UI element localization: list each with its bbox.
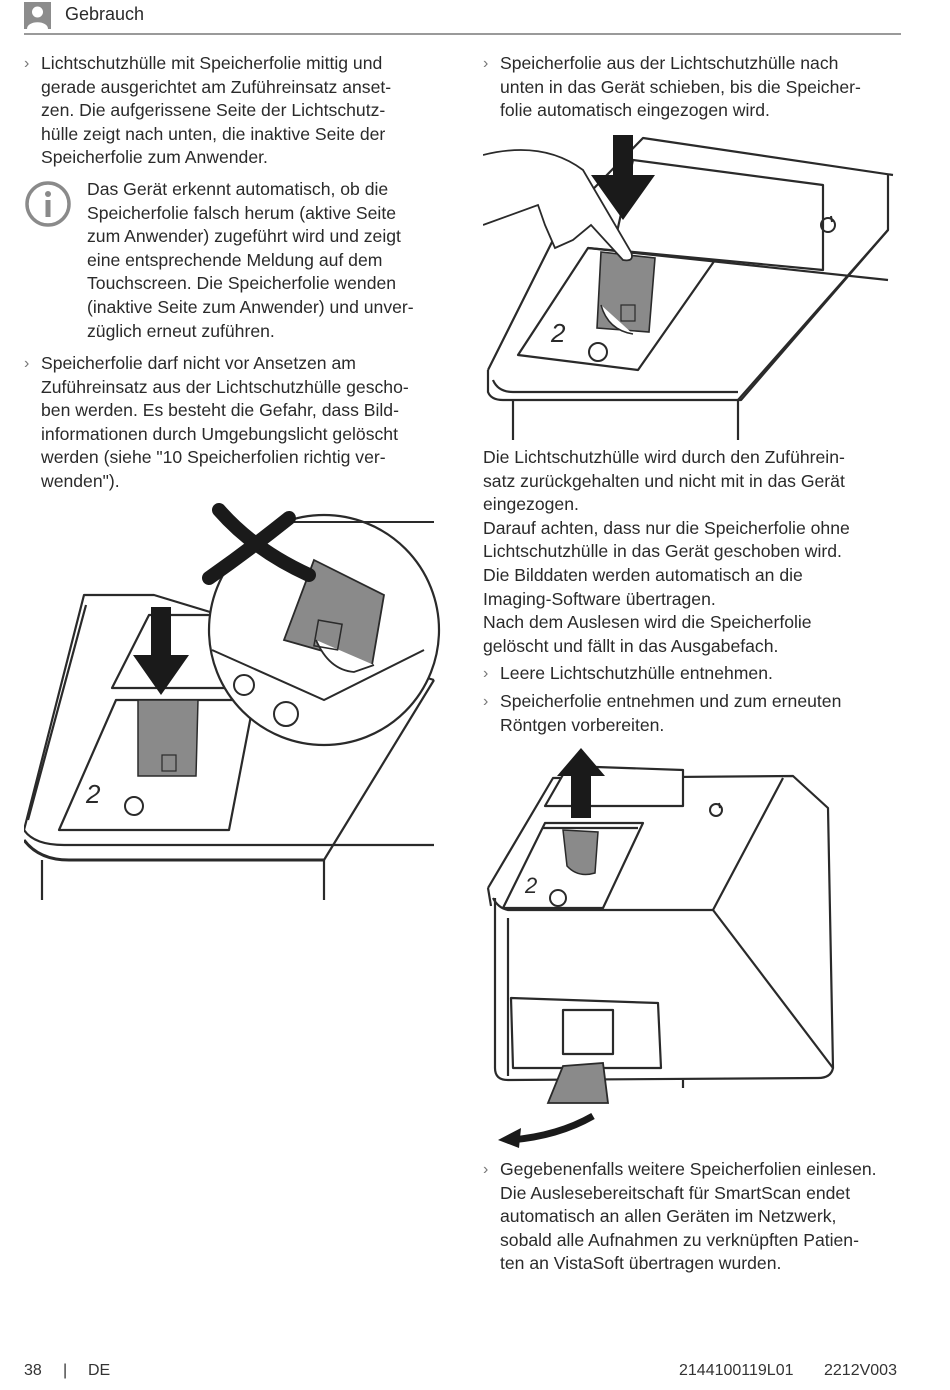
text-line: Die Lichtschutzhülle wird durch den Zufü… — [483, 447, 845, 467]
text-line: Röntgen vorbereiten. — [500, 714, 665, 735]
text-line: Imaging-Software übertragen. — [483, 588, 716, 609]
text-line: Speicherfolie falsch herum (aktive Seite — [87, 202, 397, 223]
text-line: ben werden. Es besteht die Gefahr, dass … — [41, 400, 399, 421]
text-line: Nach dem Auslesen wird die Speicherfolie — [483, 612, 812, 633]
text-line: Speicherfolie darf nicht vor Ansetzen am — [41, 353, 356, 373]
text-line: zum Anwender) zugeführt wird und zeigt — [87, 226, 401, 247]
text-line: Touchscreen. Die Speicherfolie wenden — [87, 273, 397, 294]
text-line: folie automatisch eingezogen wird. — [500, 100, 770, 121]
text-line: sobald alle Aufnahmen zu verknüpften Pat… — [500, 1229, 859, 1250]
text-line: Lichtschutzhülle in das Gerät geschoben … — [483, 541, 842, 562]
chevron-right-icon: › — [24, 355, 30, 372]
slot-number-label: 2 — [85, 779, 101, 809]
text-line: werden (siehe "10 Speicherfolien richtig… — [41, 447, 386, 468]
text-line: Speicherfolie aus der Lichtschutzhülle n… — [500, 53, 839, 73]
page-number: 38 — [24, 1362, 42, 1379]
text-line: zen. Die aufgerissene Seite der Lichtsch… — [41, 100, 386, 121]
text-line: ten an VistaSoft übertragen wurden. — [500, 1253, 782, 1274]
chevron-right-icon: › — [483, 693, 489, 710]
page-header: Gebrauch — [24, 0, 901, 35]
text-line: Das Gerät erkennt automatisch, ob die — [87, 179, 389, 199]
power-icon — [820, 215, 836, 233]
text-line: Darauf achten, dass nur die Speicherfoli… — [483, 517, 850, 538]
slot-number-label: 2 — [524, 873, 537, 898]
info-icon — [24, 180, 72, 228]
text-line: eingezogen. — [483, 494, 579, 515]
text-line: wenden"). — [41, 470, 120, 491]
slot-number-label: 2 — [550, 318, 566, 348]
text-line: Die Auslesebereitschaft für SmartScan en… — [500, 1182, 851, 1203]
illustration-push-plate: 2 — [483, 135, 894, 440]
paragraph-sleeve-retained: Die Lichtschutzhülle wird durch den Zufü… — [483, 446, 908, 658]
chevron-right-icon: › — [483, 1161, 489, 1178]
text-line: automatisch an allen Geräten im Netzwerk… — [500, 1206, 837, 1227]
text-line: unten in das Gerät schieben, bis die Spe… — [500, 76, 861, 97]
text-line: Leere Lichtschutzhülle entnehmen. — [500, 663, 773, 683]
user-silhouette-icon — [24, 2, 51, 29]
text-line: Lichtschutzhülle mit Speicherfolie mitti… — [41, 53, 383, 73]
chevron-right-icon: › — [483, 665, 489, 682]
text-line: Zuführeinsatz aus der Lichtschutzhülle g… — [41, 376, 409, 397]
language-code: DE — [88, 1362, 111, 1379]
section-title: Gebrauch — [65, 4, 145, 24]
footer-separator: | — [63, 1362, 68, 1379]
step-remove-sleeve: › Leere Lichtschutzhülle entnehmen. — [483, 662, 908, 686]
step-warning-ambient-light: › Speicherfolie darf nicht vor Ansetzen … — [24, 352, 442, 494]
illustration-wrong-insertion: 2 — [24, 503, 441, 900]
document-number: 2144100119L01 — [679, 1362, 794, 1379]
text-line: Speicherfolie entnehmen und zum erneuten — [500, 691, 842, 711]
chevron-right-icon: › — [483, 55, 489, 72]
chevron-right-icon: › — [24, 55, 30, 72]
illustration-output-tray: 2 — [486, 748, 835, 1148]
text-line: Gegebenenfalls weitere Speicherfolien ei… — [500, 1159, 877, 1179]
step-remove-plate: › Speicherfolie entnehmen und zum erneut… — [483, 690, 908, 737]
power-icon — [709, 802, 723, 817]
text-line: hülle zeigt nach unten, die inaktive Sei… — [41, 123, 386, 144]
text-line: (inaktive Seite zum Anwender) und unver- — [87, 296, 414, 317]
text-line: informationen durch Umgebungslicht gelös… — [41, 423, 398, 444]
text-line: eine entsprechende Meldung auf dem — [87, 249, 383, 270]
text-line: gerade ausgerichtet am Zuführeinsatz ans… — [41, 76, 392, 97]
text-line: gelöscht und fällt in das Ausgabefach. — [483, 635, 779, 656]
step-read-further-plates: › Gegebenenfalls weitere Speicherfolien … — [483, 1158, 908, 1276]
text-line: Speicherfolie zum Anwender. — [41, 147, 268, 168]
document-version: 2212V003 — [824, 1362, 897, 1379]
text-line: züglich erneut zuführen. — [87, 320, 275, 341]
text-line: Die Bilddaten werden automatisch an die — [483, 564, 803, 585]
step-push-plate: › Speicherfolie aus der Lichtschutzhülle… — [483, 52, 908, 123]
step-align-sleeve: › Lichtschutzhülle mit Speicherfolie mit… — [24, 52, 442, 170]
text-line: satz zurückgehalten und nicht mit in das… — [483, 470, 845, 491]
